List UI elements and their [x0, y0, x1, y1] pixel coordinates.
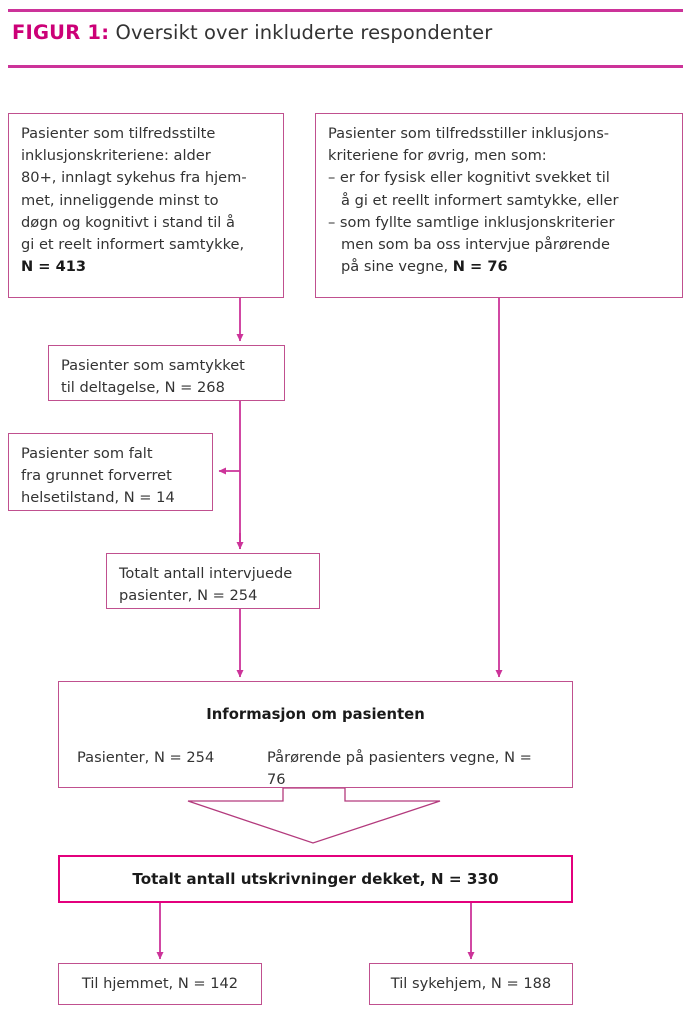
bullet-2-line-3-text: på sine vegne,	[341, 258, 453, 276]
discharged-nursing-home-text: Til sykehjem, N = 188	[390, 974, 552, 992]
node-interviewed-total: Totalt antall intervjuede pasienter, N =…	[106, 553, 320, 609]
info-columns: Pasienter, N = 254 Pårørende på pasiente…	[59, 747, 572, 791]
figure-number-label: FIGUR 1:	[12, 21, 110, 44]
line-1: Pasienter som samtykket	[61, 357, 245, 374]
bullet-1-line-1: – er for fysisk eller kognitivt svekket …	[328, 169, 610, 187]
line-1: Pasienter som tilfredsstiller inklusjons…	[328, 125, 610, 142]
node-patient-information: Informasjon om pasienten Pasienter, N = …	[58, 681, 573, 788]
bullet-1-line-2: å gi et reellt informert samtykke, eller	[341, 191, 619, 209]
bullet-2-line-1: – som fyllte samtlige inklusjonskriterie…	[328, 213, 615, 231]
discharged-home-text: Til hjemmet, N = 142	[81, 974, 239, 992]
node-total-discharges: Totalt antall utskrivninger dekket, N = …	[58, 855, 573, 903]
line-1: Totalt antall intervjuede	[119, 565, 293, 582]
bottom-divider-rule	[8, 65, 683, 68]
line-4: met, inneliggende minst to	[21, 191, 219, 209]
line-2: pasienter, N = 254	[119, 587, 258, 605]
n-value: N = 413	[21, 258, 87, 276]
bullet-2-line-3: på sine vegne, N = 76	[328, 256, 671, 278]
node-discharged-home: Til hjemmet, N = 142	[58, 963, 262, 1005]
node-inclusion-proxy: Pasienter som tilfredsstiller inklusjons…	[315, 113, 683, 298]
total-discharges-text: Totalt antall utskrivninger dekket, N = …	[132, 869, 499, 888]
node-dropout: Pasienter som falt fra grunnet forverret…	[8, 433, 213, 511]
line-1: Pasienter som tilfredsstilte	[21, 125, 216, 142]
line-2: fra grunnet forverret	[21, 467, 172, 485]
line-2: kriteriene for øvrig, men som:	[328, 147, 547, 165]
info-heading: Informasjon om pasienten	[206, 706, 425, 723]
node-inclusion-consent: Pasienter som tilfredsstilte inklusjonsk…	[8, 113, 284, 298]
figure-title-text: Oversikt over inkluderte respondenter	[115, 21, 493, 44]
figure-title: FIGUR 1: Oversikt over inkluderte respon…	[12, 21, 492, 45]
line-3: helsetilstand, N = 14	[21, 489, 175, 507]
line-5: døgn og kognitivt i stand til å	[21, 213, 235, 231]
top-divider-rule	[8, 9, 683, 12]
line-6: gi et reelt informert samtykke,	[21, 236, 245, 254]
line-2: til deltagelse, N = 268	[61, 379, 225, 397]
n-value: N = 76	[452, 258, 508, 276]
info-col-patients: Pasienter, N = 254	[77, 749, 215, 767]
node-discharged-nursing-home: Til sykehjem, N = 188	[369, 963, 573, 1005]
info-col-proxy: Pårørende på pasienters vegne, N = 76	[267, 749, 532, 789]
merge-arrow	[187, 787, 441, 844]
bullet-2-line-2: men som ba oss intervjue pårørende	[341, 236, 610, 254]
line-3: 80+, innlagt sykehus fra hjem-	[21, 169, 247, 187]
node-consented: Pasienter som samtykket til deltagelse, …	[48, 345, 285, 401]
line-1: Pasienter som falt	[21, 445, 153, 462]
line-2: inklusjonskriteriene: alder	[21, 147, 211, 165]
